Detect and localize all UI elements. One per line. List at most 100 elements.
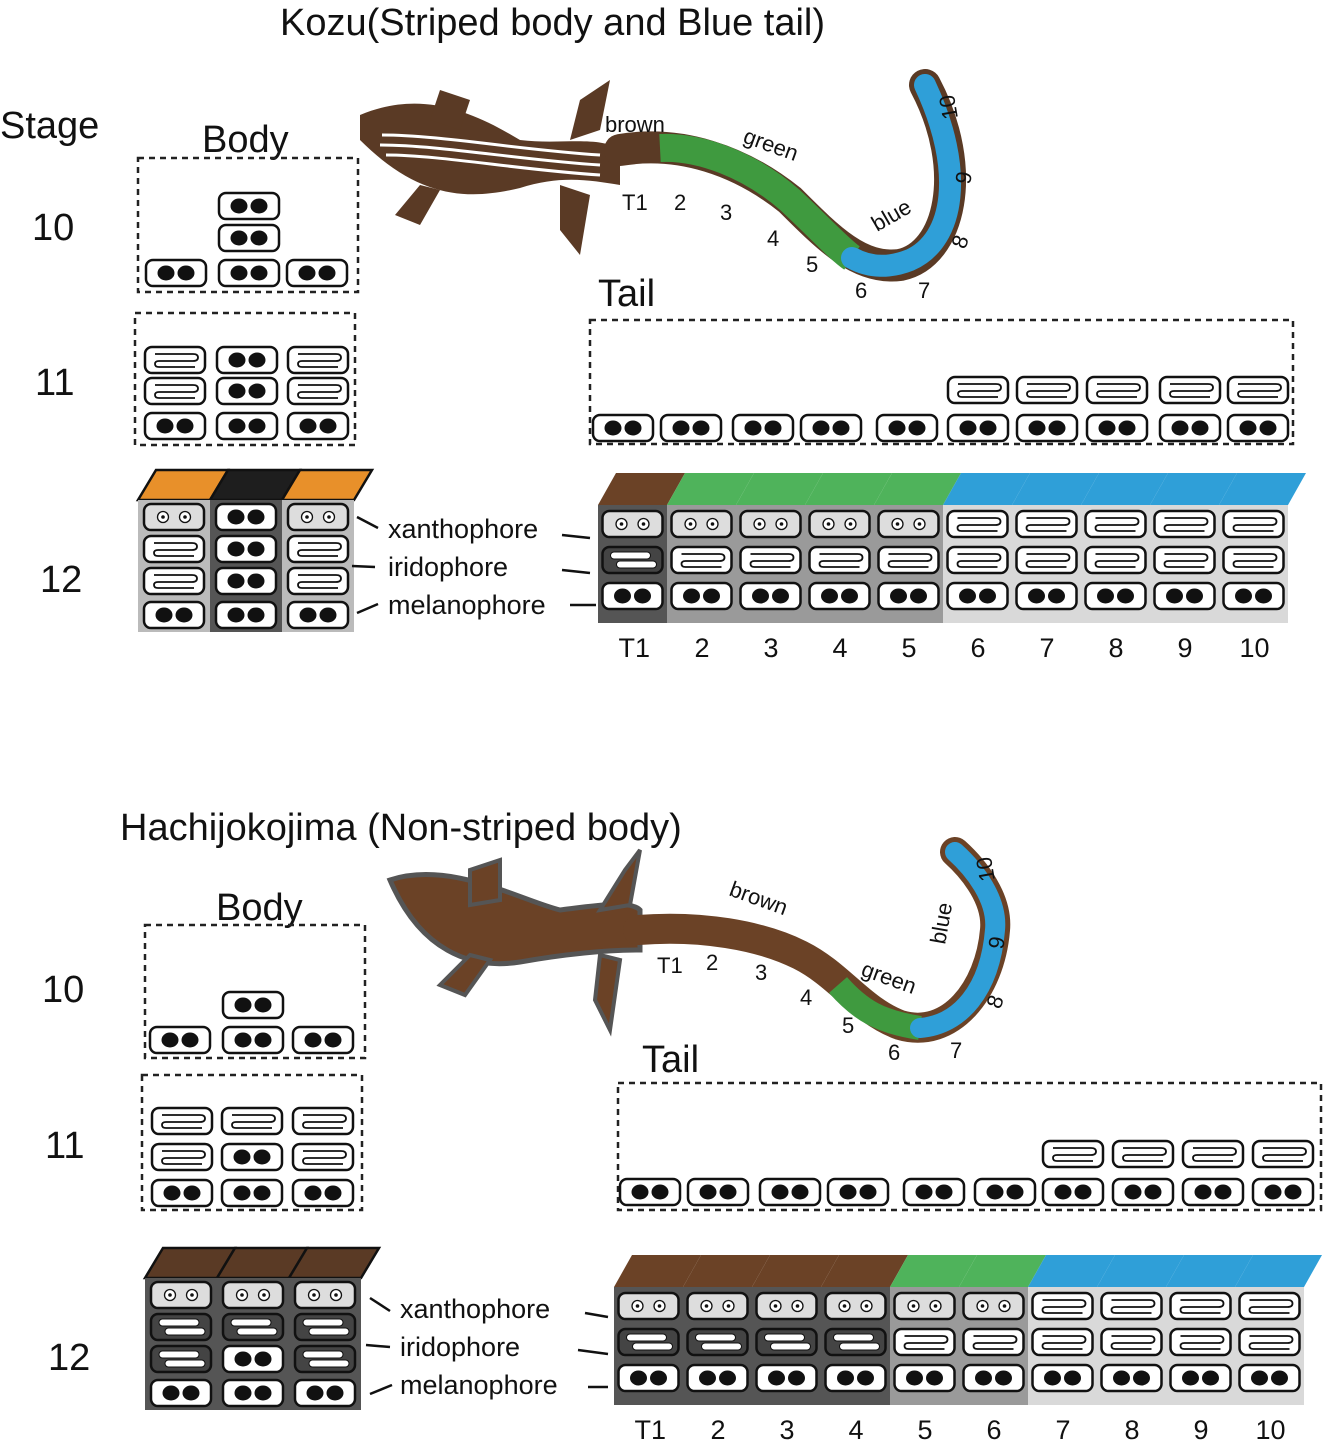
hachijo-t11-iri-10 xyxy=(1251,1139,1315,1169)
hachijo-lizard-seg-10: 10 xyxy=(971,855,1000,883)
kozu-lizard-seg-7: 7 xyxy=(918,278,930,303)
kozu-t12-iri2-6 xyxy=(946,545,1009,575)
hachijo-t12-mel-10 xyxy=(1238,1363,1301,1393)
kozu-t12-surface-5 xyxy=(874,473,961,505)
kozu-b12-iri1-1 xyxy=(142,534,206,564)
hachijo-t12-iri-4 xyxy=(824,1327,887,1357)
hachijo-t12-xan-6 xyxy=(962,1291,1025,1321)
kozu-t12-mel-7 xyxy=(1015,581,1078,611)
hachijo-stage11-tail-cells xyxy=(618,1139,1315,1207)
kozu-legend-iridophore: iridophore xyxy=(388,552,508,582)
kozu-t11-iri-7 xyxy=(1015,375,1079,405)
kozu-t11-mel-6 xyxy=(946,413,1010,443)
kozu-t12-iri-T1 xyxy=(601,545,664,575)
hachijo-tail-label: Tail xyxy=(642,1039,699,1081)
hachijo-t12-iri1-7 xyxy=(1031,1291,1094,1321)
kozu-t12-mel-6 xyxy=(946,581,1009,611)
kozu-b12-mel-b-2 xyxy=(214,534,278,564)
hachijo-t12-mel-2 xyxy=(686,1363,749,1393)
hachijo-t12-mel-3 xyxy=(755,1363,818,1393)
hachijo-t11-mel-7 xyxy=(1041,1177,1105,1207)
hachijo-stage12-body-block xyxy=(142,1246,382,1410)
kozu-t12-iri1-9 xyxy=(1153,509,1216,539)
kozu-b12-mel-1 xyxy=(142,600,206,630)
kozu-t11-mel-1 xyxy=(591,413,655,443)
hachijo-t12-surface-8 xyxy=(1097,1255,1184,1287)
kozu-t12-label-8: 8 xyxy=(1109,633,1124,663)
kozu-b12-xan-3 xyxy=(286,502,350,532)
kozu-t12-iri2-10 xyxy=(1222,545,1285,575)
hachijo-t12-iri1-9 xyxy=(1169,1291,1232,1321)
hachijo-t11-mel-2 xyxy=(686,1177,750,1207)
kozu-t12-mel-3 xyxy=(739,581,802,611)
hachijo-t12-label-10: 10 xyxy=(1256,1415,1286,1445)
hachijo-t11-mel-1 xyxy=(618,1177,682,1207)
kozu-stage12-tail-block xyxy=(598,473,1306,623)
hachijo-t12-iri2-7 xyxy=(1031,1327,1094,1357)
kozu-t12-mel-10 xyxy=(1222,581,1285,611)
kozu-stage-11: 11 xyxy=(35,362,74,404)
hachijo-stage-10: 10 xyxy=(42,969,84,1011)
hachijo-lizard-seg-8: 8 xyxy=(981,992,1009,1012)
hachijo-t12-iri-6 xyxy=(962,1327,1025,1357)
kozu-cell-legend: xanthophore iridophore melanophore xyxy=(351,514,596,620)
hachijo-t12-iri2-10 xyxy=(1238,1327,1301,1357)
hachijo-stage-11: 11 xyxy=(45,1125,84,1167)
hachijo-t11-iri-8 xyxy=(1111,1139,1175,1169)
kozu-t12-mel-9 xyxy=(1153,581,1216,611)
kozu-t12-xan-3 xyxy=(739,509,802,539)
hachijo-lizard-seg-6: 6 xyxy=(888,1040,900,1065)
hachijo-b12-iri2-2 xyxy=(221,1344,285,1374)
kozu-lizard-seg-3: 3 xyxy=(720,200,732,225)
kozu-t12-label-10: 10 xyxy=(1240,633,1270,663)
kozu-b12-iri1-3 xyxy=(286,534,350,564)
kozu-t12-iri2-8 xyxy=(1084,545,1147,575)
hachijo-t12-surface-2 xyxy=(683,1255,770,1287)
kozu-t12-surface-4 xyxy=(805,473,892,505)
hachijo-stage12-tail-block xyxy=(614,1255,1322,1405)
hachijo-t12-surface-6 xyxy=(959,1255,1046,1287)
hachijo-t12-label-2: 2 xyxy=(711,1415,726,1445)
hachijo-lizard-seg-3: 3 xyxy=(755,960,767,985)
hachijo-t12-iri2-8 xyxy=(1100,1327,1163,1357)
hachijo-body-label: Body xyxy=(216,887,303,929)
kozu-lizard-seg-2: 2 xyxy=(674,190,686,215)
kozu-title: Kozu(Striped body and Blue tail) xyxy=(280,2,825,44)
hachijo-t12-label-6: 6 xyxy=(987,1415,1002,1445)
kozu-t12-mel-5 xyxy=(877,581,940,611)
kozu-t12-xan-2 xyxy=(670,509,733,539)
kozu-t12-iri2-7 xyxy=(1015,545,1078,575)
kozu-b12-iri2-3 xyxy=(286,566,350,596)
kozu-b12-mel-c-2 xyxy=(214,566,278,596)
hachijo-t12-xan-4 xyxy=(824,1291,887,1321)
hachijo-legend-melanophore: melanophore xyxy=(400,1370,558,1400)
hachijo-t12-label-8: 8 xyxy=(1125,1415,1140,1445)
hachijo-t12-xan-2 xyxy=(686,1291,749,1321)
kozu-t11-mel-2 xyxy=(659,413,723,443)
kozu-t11-mel-3 xyxy=(731,413,795,443)
kozu-t12-surface-10 xyxy=(1219,473,1306,505)
hachijo-b12-iri2-3 xyxy=(293,1344,357,1374)
hachijo-t12-iri1-8 xyxy=(1100,1291,1163,1321)
kozu-t12-surface-9 xyxy=(1150,473,1237,505)
kozu-stage-12: 12 xyxy=(40,559,82,601)
kozu-t12-label-T1: T1 xyxy=(619,633,651,663)
hachijo-t12-surface-9 xyxy=(1166,1255,1253,1287)
stage-header: Stage xyxy=(0,105,99,147)
hachijo-t11-mel-4 xyxy=(826,1177,890,1207)
kozu-lizard-seg-10: 10 xyxy=(934,93,963,121)
kozu-stage12-body-block xyxy=(135,468,375,632)
kozu-t12-mel-4 xyxy=(808,581,871,611)
hachijo-t12-surface-5 xyxy=(890,1255,977,1287)
kozu-t12-xan-5 xyxy=(877,509,940,539)
hachijo-t12-mel-8 xyxy=(1100,1363,1163,1393)
hachijo-t12-label-4: 4 xyxy=(849,1415,864,1445)
kozu-t12-iri1-10 xyxy=(1222,509,1285,539)
kozu-t12-surface-3 xyxy=(736,473,823,505)
kozu-t12-label-9: 9 xyxy=(1178,633,1193,663)
hachijo-t12-label-3: 3 xyxy=(780,1415,795,1445)
hachijo-b12-iri1-2 xyxy=(221,1312,285,1342)
